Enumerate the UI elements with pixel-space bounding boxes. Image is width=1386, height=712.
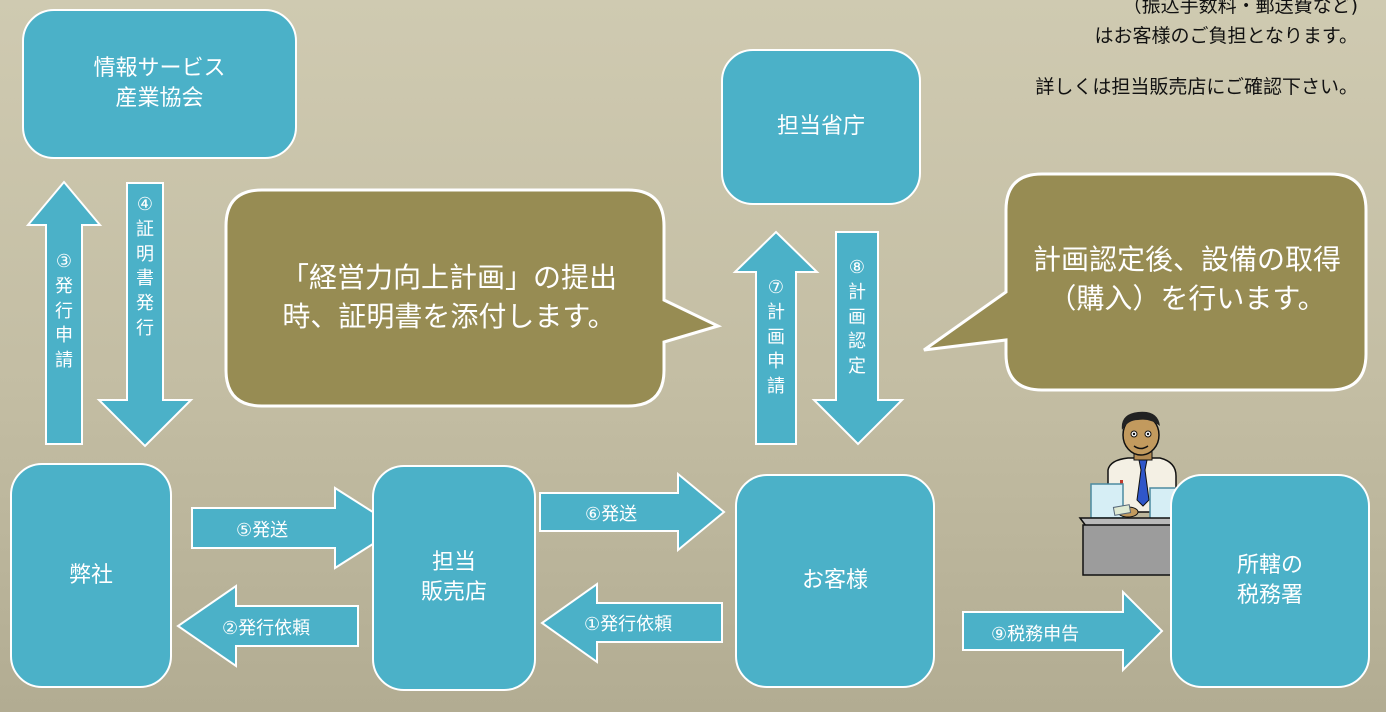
arrow-label-step3: ③発行申請 bbox=[55, 251, 73, 372]
arrow-label-step7: ⑦計画申請 bbox=[767, 277, 785, 398]
callout-bubble-right bbox=[923, 172, 1368, 392]
node-company-label: 弊社 bbox=[68, 562, 113, 588]
node-jisa-label: 情報サービス 産業協会 bbox=[93, 56, 226, 111]
node-customer-label: お客様 bbox=[801, 568, 868, 594]
fee-note-line3: 詳しくは担当販売店にご確認下さい。 bbox=[1035, 75, 1358, 98]
callout-bubble-left bbox=[224, 188, 723, 408]
node-company: 弊社 bbox=[10, 463, 172, 688]
node-tax-office-label: 所轄の 税務署 bbox=[1236, 553, 1303, 608]
node-tax-office: 所轄の 税務署 bbox=[1170, 474, 1370, 688]
arrow-down-step4 bbox=[96, 182, 194, 448]
arrow-up-step3 bbox=[25, 180, 103, 445]
arrow-right-step5 bbox=[191, 486, 400, 570]
node-ministry: 担当省庁 bbox=[721, 49, 921, 205]
arrow-label-step1: ①発行依頼 bbox=[584, 614, 673, 635]
arrow-label-step2: ②発行依頼 bbox=[222, 618, 311, 639]
arrow-label-step9: ⑨税務申告 bbox=[991, 624, 1080, 645]
callout-text-left: 「経営力向上計画」の提出時、証明書を添付します。 bbox=[280, 261, 617, 334]
arrow-down-step8 bbox=[811, 231, 905, 446]
node-ministry-label: 担当省庁 bbox=[776, 114, 865, 140]
fee-note-line2: はお客様のご負担となります。 bbox=[1094, 25, 1358, 48]
arrow-label-step5: ⑤発送 bbox=[236, 520, 289, 541]
arrow-label-step6: ⑥発送 bbox=[585, 504, 638, 525]
arrow-label-step8: ⑧計画認定 bbox=[848, 257, 866, 378]
arrow-up-step7 bbox=[732, 230, 820, 445]
node-jisa: 情報サービス 産業協会 bbox=[22, 9, 297, 159]
node-customer: お客様 bbox=[735, 474, 935, 688]
arrow-right-step6 bbox=[539, 471, 726, 553]
arrow-label-step4: ④証明書発行 bbox=[136, 194, 154, 340]
arrow-right-step9 bbox=[962, 589, 1164, 673]
fee-note: （振込手数料・郵送費など) はお客様のご負担となります。 詳しくは担当販売店にご… bbox=[1035, 0, 1358, 102]
fee-note-line1: （振込手数料・郵送費など) bbox=[1122, 0, 1358, 17]
node-dealer: 担当 販売店 bbox=[372, 465, 536, 691]
node-dealer-label: 担当 販売店 bbox=[420, 550, 487, 605]
arrow-left-step2 bbox=[176, 584, 359, 668]
arrow-left-step1 bbox=[540, 582, 723, 664]
callout-text-right: 計画認定後、設備の取得（購入）を行います。 bbox=[1032, 243, 1341, 316]
